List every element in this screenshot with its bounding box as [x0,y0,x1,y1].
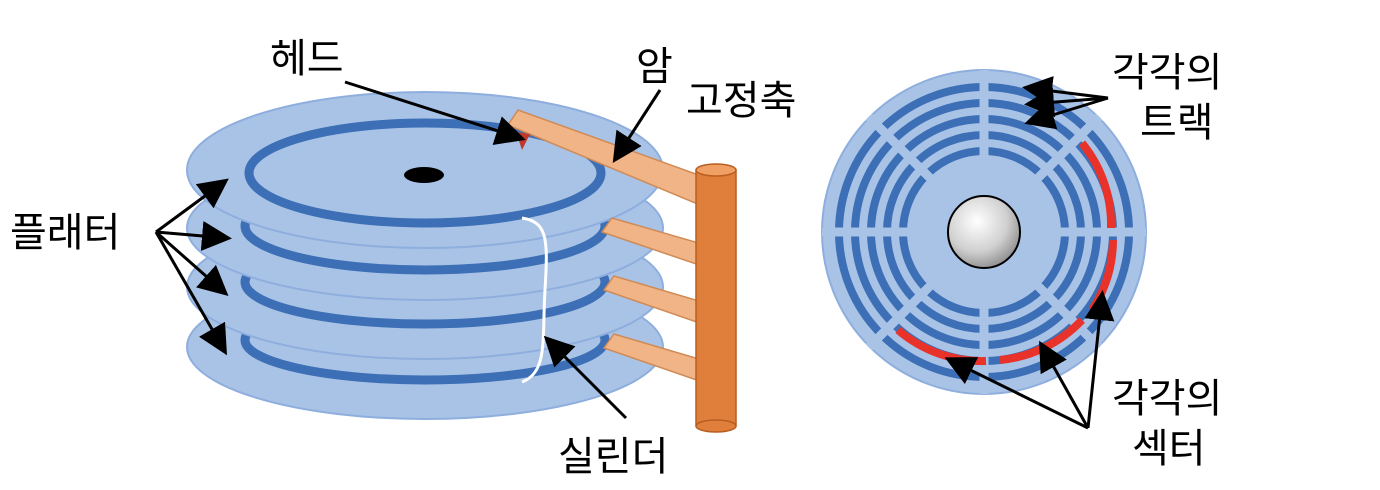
cylinder-bracket [521,216,548,384]
arrow-icon [155,221,232,251]
platter-1 [186,91,664,249]
label-sector-line2: 섹터 [1132,426,1206,472]
label-track-line2: 트랙 [1140,100,1214,146]
disk-surface [821,69,1147,395]
arrow-icon [1084,290,1115,429]
right-arrows [944,76,1115,430]
label-cylinder: 실린더 [558,434,668,480]
label-spindle: 고정축 [686,78,796,124]
arrow-icon [1039,340,1090,429]
label-track-line1: 각각의 [1112,50,1222,96]
arrow-icon [155,178,229,234]
arrow-icon [944,357,1089,430]
label-arm: 암 [636,44,673,90]
arrow-icon [1024,96,1109,130]
spindle [695,163,737,433]
arrow-icon [154,231,227,356]
arrow-icon [612,89,662,164]
arrow-icon [543,335,628,420]
arrow-icon [155,230,229,296]
spindle-hole-icon [404,167,444,183]
label-head: 헤드 [270,36,344,82]
left-arrows [154,80,662,420]
label-platter: 플래터 [10,210,120,256]
label-sector-line1: 각각의 [1112,376,1222,422]
arrow-icon [344,80,526,145]
hub-icon [947,195,1021,269]
